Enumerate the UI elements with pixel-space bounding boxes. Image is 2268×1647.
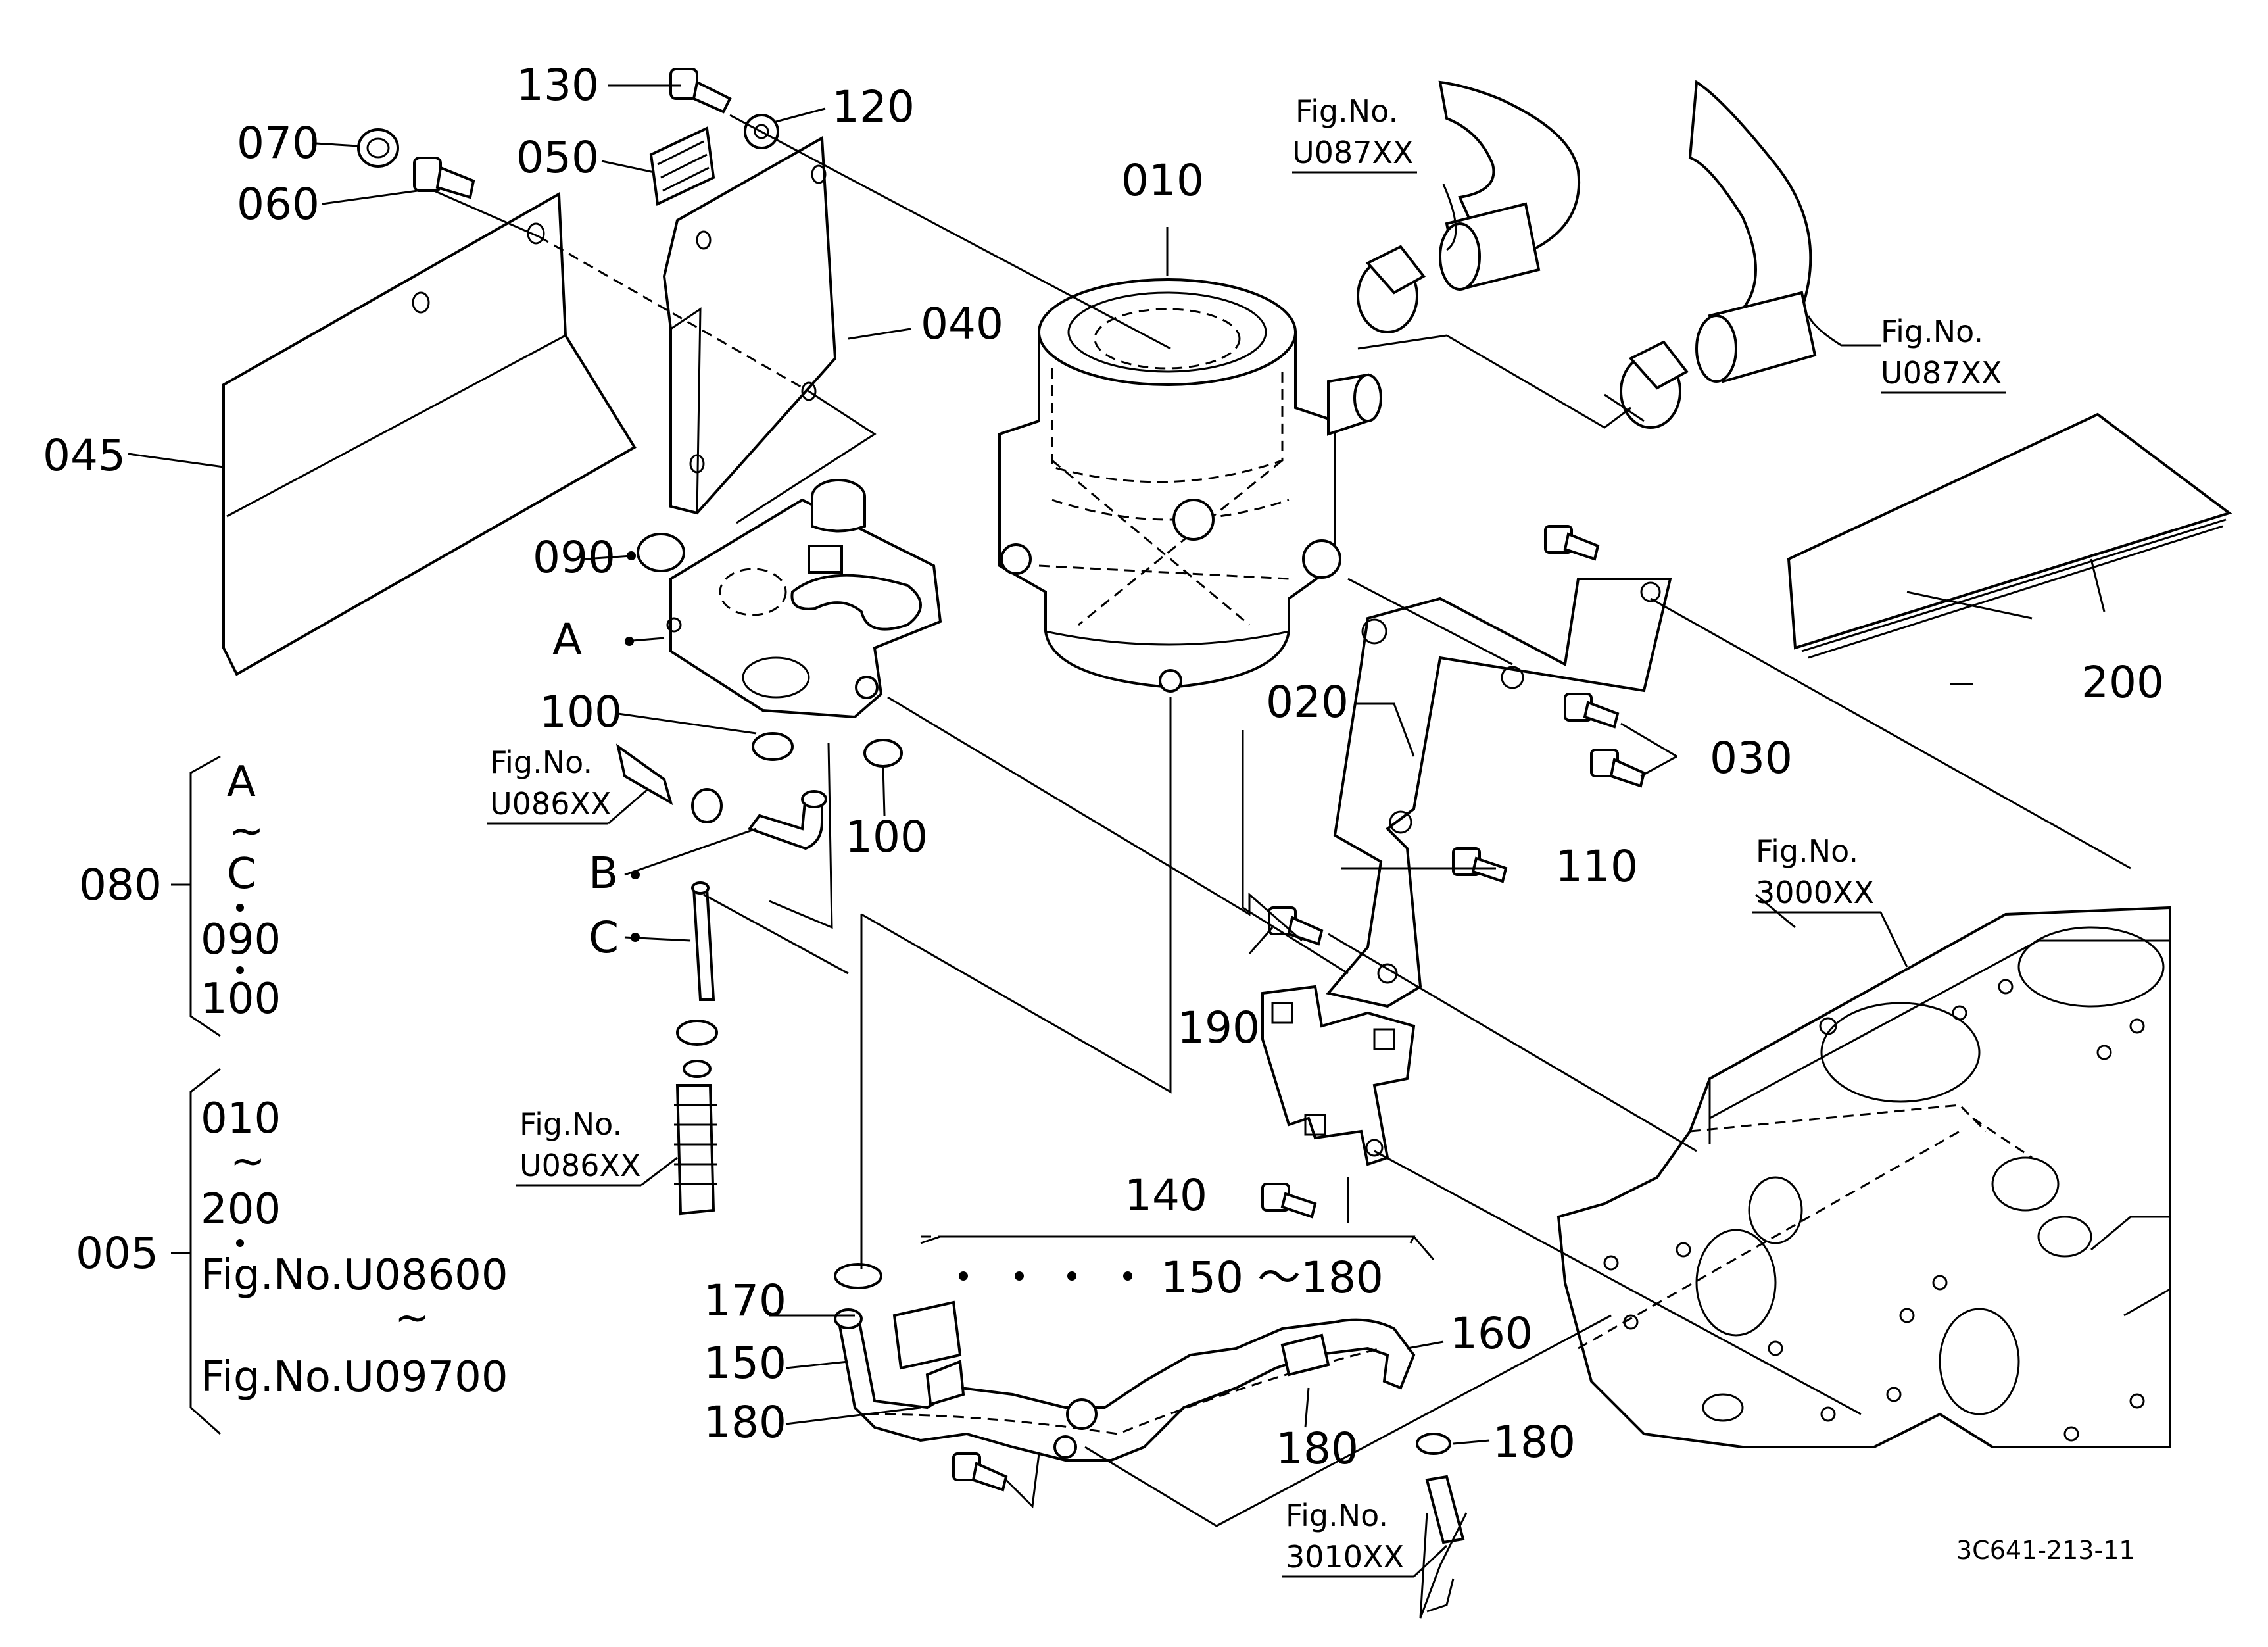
- group-080-label: 080: [79, 860, 162, 910]
- manual-sheet-200: [1787, 412, 2232, 659]
- group-080-line-1: A: [227, 758, 256, 806]
- group-005-line-2: ~: [230, 1137, 266, 1186]
- diagram-code: 3C641-213-11: [1956, 1536, 2135, 1565]
- group-005-label: 005: [76, 1228, 158, 1279]
- label-100-right: 100: [845, 812, 928, 862]
- figref-u087-top-l1: Fig.No.: [1295, 93, 1398, 129]
- label-180-mid: 180: [1276, 1423, 1359, 1474]
- label-140: 140: [1124, 1170, 1207, 1221]
- group-080-line-5: 100: [201, 975, 281, 1023]
- figref-3010-l2: 3010XX: [1286, 1539, 1404, 1575]
- group-080-line-3: C: [227, 850, 256, 898]
- label-040: 040: [921, 299, 1003, 349]
- leader-lines: [128, 84, 2106, 1445]
- figref-u086-bottom-l1: Fig.No.: [519, 1106, 622, 1142]
- label-110: 110: [1555, 841, 1638, 892]
- group-080-line-4: 090: [201, 916, 281, 964]
- cover-045: [222, 191, 637, 676]
- figure-references: Fig.No. U087XX Fig.No. U087XX Fig.No. U0…: [487, 93, 2006, 1578]
- hose-bc: [615, 743, 827, 1216]
- hose-assembly-140: [834, 1263, 1465, 1544]
- label-045: 045: [43, 430, 126, 481]
- figref-u087-top-l2: U087XX: [1292, 135, 1414, 170]
- group-005-line-6: Fig.No.U09700: [201, 1353, 508, 1402]
- explode-lines: [433, 114, 2131, 1619]
- label-010: 010: [1121, 155, 1204, 206]
- figref-3000-l1: Fig.No.: [1756, 833, 1858, 869]
- label-150-180: 150 ～180: [1161, 1252, 1384, 1303]
- label-020: 020: [1266, 677, 1349, 727]
- label-200: 200: [2081, 657, 2164, 708]
- label-180-right: 180: [1493, 1417, 1576, 1467]
- air-cleaner-body: [998, 278, 1382, 693]
- group-005-line-5: ~: [395, 1294, 430, 1342]
- outlet-hoses: [1357, 80, 1817, 429]
- label-160: 160: [1450, 1308, 1533, 1359]
- group-080-line-2: ~: [229, 807, 264, 856]
- label-170: 170: [704, 1275, 786, 1326]
- group-005-line-4: Fig.No.U08600: [201, 1251, 508, 1300]
- label-050: 050: [516, 132, 599, 183]
- label-180-left: 180: [704, 1397, 786, 1448]
- label-060: 060: [237, 179, 320, 230]
- small-parts: [357, 68, 903, 768]
- block-a: [666, 479, 942, 719]
- group-080: 080 A ~ C 090 100: [79, 755, 281, 1037]
- group-005: 005 010 ~ 200 Fig.No.U08600 ~ Fig.No.U09…: [76, 1068, 508, 1435]
- label-B: B: [589, 848, 618, 898]
- figref-u087-right-l2: U087XX: [1881, 355, 2002, 391]
- figref-u086-top-l1: Fig.No.: [490, 745, 592, 780]
- figref-3000-l2: 3000XX: [1756, 875, 1874, 910]
- label-100-left: 100: [539, 687, 622, 737]
- label-C: C: [589, 912, 619, 963]
- engine-block: [1556, 906, 2171, 1448]
- lower-bracket: [1261, 985, 1416, 1166]
- label-070: 070: [237, 118, 320, 168]
- label-030: 030: [1710, 733, 1793, 783]
- cover-040: [649, 126, 837, 515]
- label-150: 150: [704, 1338, 786, 1389]
- group-005-line-1: 010: [201, 1094, 281, 1143]
- label-120: 120: [832, 82, 915, 132]
- label-130: 130: [516, 60, 599, 111]
- bracket-020: [1326, 578, 1672, 1008]
- figref-u086-top-l2: U086XX: [490, 786, 612, 822]
- label-090: 090: [533, 532, 615, 583]
- label-190: 190: [1177, 1002, 1260, 1053]
- label-A: A: [552, 614, 582, 665]
- group-005-line-3: 200: [201, 1185, 281, 1234]
- figref-u086-bottom-l2: U086XX: [519, 1148, 641, 1183]
- leader-dots: [625, 551, 1132, 1281]
- figref-3010-l1: Fig.No.: [1286, 1498, 1388, 1533]
- figref-u087-right-l1: Fig.No.: [1881, 314, 1983, 349]
- part-labels: 130 120 070 060 050 010 040 045 090 A 10…: [43, 60, 2164, 1474]
